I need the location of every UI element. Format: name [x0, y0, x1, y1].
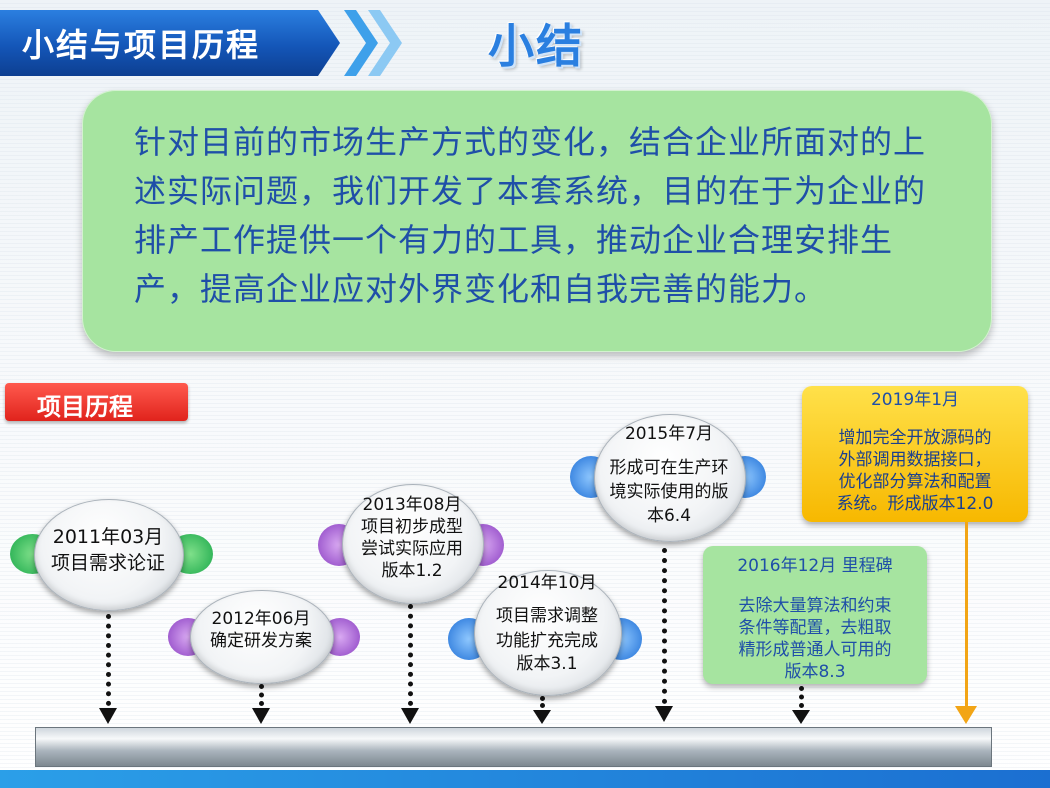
arrow-down-icon	[792, 710, 810, 724]
section-tag-label: 项目历程	[37, 393, 133, 421]
milestone-connector	[662, 548, 667, 704]
milestone-text: 2012年06月 确定研发方案	[210, 609, 312, 651]
milestone-box-line: 增加完全开放源码的	[838, 428, 992, 448]
milestone-box-line: 条件等配置，去粗取	[738, 618, 892, 638]
milestone-box-title: 2019年1月	[870, 390, 960, 410]
milestone-connector	[259, 684, 264, 706]
milestone-circle	[190, 590, 334, 684]
milestone-box-line: 系统。形成版本12.0	[836, 494, 994, 514]
header-banner-title: 小结与项目历程	[22, 26, 261, 64]
milestone-text: 2011年03月 项目需求论证	[50, 526, 165, 574]
arrow-down-icon	[955, 706, 977, 724]
milestone-text: 2014年10月 项目需求调整 功能扩充完成 版本3.1	[496, 573, 598, 674]
page-title: 小结	[488, 19, 584, 73]
arrow-down-icon	[401, 708, 419, 724]
milestone-box-2019: 2019年1月 增加完全开放源码的 外部调用数据接口， 优化部分算法和配置 系统…	[802, 386, 1028, 522]
milestone-connector	[965, 522, 968, 712]
milestone-text: 2015年7月 形成可在生产环 境实际使用的版 本6.4	[609, 424, 729, 526]
milestone-box-2016: 2016年12月 里程碑 去除大量算法和约束 条件等配置，去粗取 精形成普通人可…	[703, 546, 927, 684]
milestone-text: 2013年08月 项目初步成型 尝试实际应用 版本1.2	[361, 495, 463, 581]
milestone-connector	[408, 604, 413, 706]
milestone-circle	[342, 484, 484, 604]
milestone-connector	[106, 614, 111, 706]
arrow-down-icon	[655, 706, 673, 722]
milestone-circle	[34, 499, 184, 611]
arrow-down-icon	[533, 710, 551, 724]
section-tag: 项目历程	[5, 383, 188, 421]
milestone-connector	[799, 686, 804, 708]
milestone-box-line: 优化部分算法和配置	[838, 472, 992, 492]
summary-text: 针对目前的市场生产方式的变化，结合企业所面对的上述实际问题，我们开发了本套系统，…	[134, 123, 927, 308]
milestone-box-title: 2016年12月 里程碑	[737, 556, 893, 576]
milestone-box-line: 版本8.3	[784, 662, 846, 682]
arrow-down-icon	[99, 708, 117, 724]
footer-bar	[0, 770, 1050, 788]
milestone-connector	[540, 696, 545, 708]
milestone-box-line: 外部调用数据接口，	[838, 450, 992, 470]
timeline-bar	[35, 727, 992, 767]
milestone-box-line: 精形成普通人可用的	[738, 640, 892, 660]
milestone-circle	[474, 570, 622, 696]
arrow-down-icon	[252, 708, 270, 724]
milestone-box-line: 去除大量算法和约束	[738, 596, 892, 616]
milestone-circle	[594, 414, 746, 542]
summary-box: 针对目前的市场生产方式的变化，结合企业所面对的上述实际问题，我们开发了本套系统，…	[82, 90, 992, 352]
header-banner	[0, 10, 340, 76]
